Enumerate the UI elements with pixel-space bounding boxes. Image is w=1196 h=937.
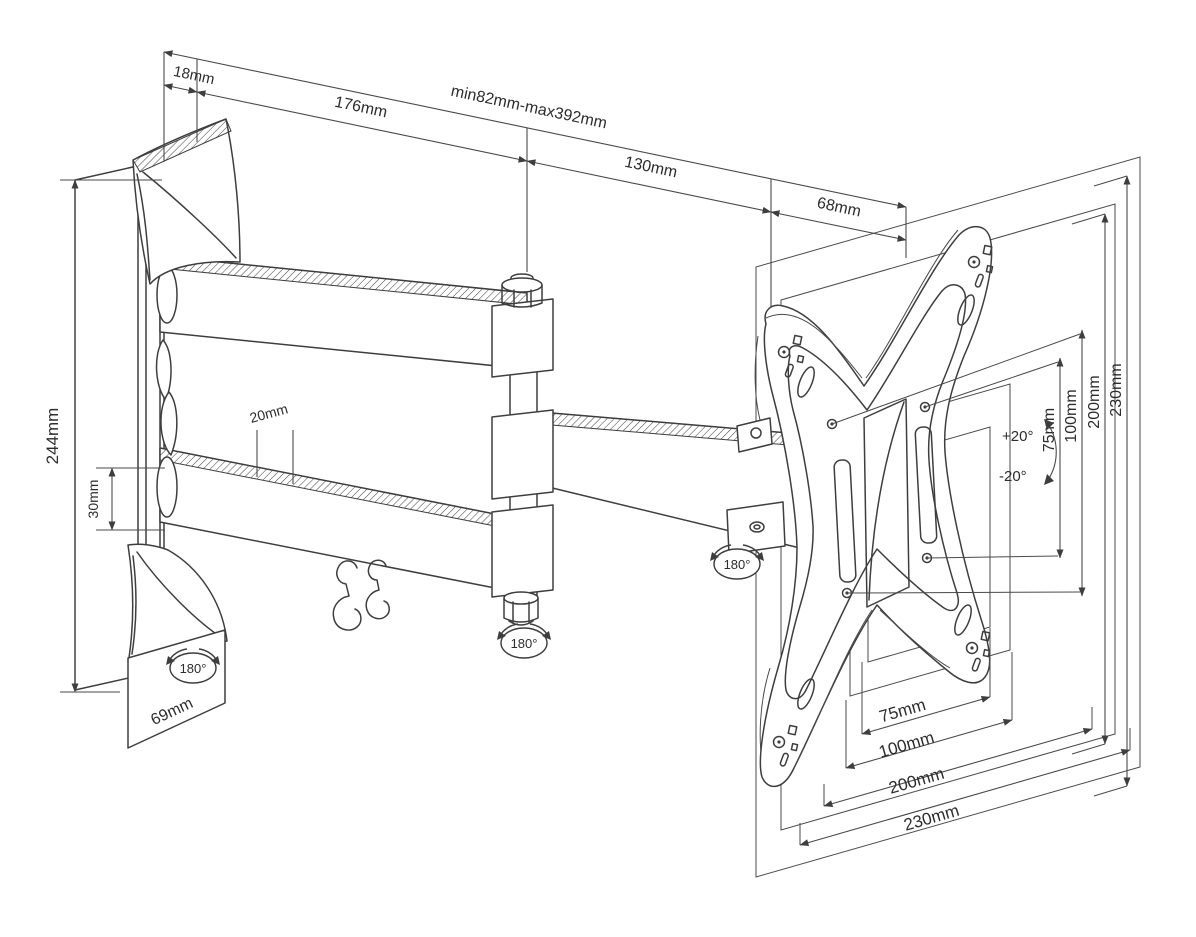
rotation-label-wall: 180° bbox=[180, 661, 207, 676]
rotation-indicator-elbow: 180° bbox=[496, 623, 552, 659]
right-dimensions: 75mm 100mm 200mm 230mm +20° -20° bbox=[831, 175, 1131, 797]
dim-label-arm-thickness: 30mm bbox=[85, 480, 101, 519]
plate-oval-slot bbox=[957, 294, 975, 326]
rotation-label-elbow: 180° bbox=[511, 636, 538, 651]
vesa-plate bbox=[726, 226, 994, 787]
dim-label-plate-depth: 68mm bbox=[815, 195, 862, 221]
dim-label-extension-range: min82mm-max392mm bbox=[449, 83, 608, 133]
lower-arm bbox=[159, 447, 501, 590]
corner-hole-cluster bbox=[777, 334, 805, 378]
center-column bbox=[491, 273, 554, 626]
hex-nut-icon bbox=[503, 591, 539, 626]
plate-oval-slot bbox=[954, 604, 972, 636]
tilt-down-label: -20° bbox=[999, 468, 1027, 485]
corner-hole-cluster bbox=[772, 724, 799, 767]
dim-label-vesa-h-200: 200mm bbox=[1086, 375, 1103, 428]
wall-bracket-details bbox=[155, 266, 178, 518]
vesa-plate-ridge bbox=[784, 284, 967, 700]
vesa-plate-outline bbox=[759, 226, 993, 787]
plate-slot bbox=[914, 426, 938, 544]
top-cover-fin bbox=[132, 118, 241, 285]
dim-label-vesa-h-230: 230mm bbox=[1108, 363, 1125, 416]
rotation-indicator-plate: 180° bbox=[709, 544, 765, 580]
vesa-rect-200 bbox=[780, 203, 1116, 831]
dim-label-total-height: 244mm bbox=[43, 408, 62, 465]
dim-label-wall-gap: 18mm bbox=[172, 63, 216, 88]
tilt-indicator: +20° -20° bbox=[999, 419, 1057, 485]
dim-label-arm-face: 20mm bbox=[248, 400, 290, 426]
dim-label-vesa-w-75: 75mm bbox=[877, 695, 928, 726]
dim-label-vesa-h-75: 75mm bbox=[1041, 408, 1058, 452]
lower-hinge bbox=[491, 504, 554, 598]
rotation-indicator-wall: 180° bbox=[165, 648, 221, 684]
plate-center-opening bbox=[863, 398, 910, 608]
plate-hinge-brackets bbox=[726, 417, 786, 555]
cable-hook-icon bbox=[365, 559, 390, 620]
dim-label-vesa-w-200: 200mm bbox=[887, 764, 947, 798]
dim-label-vesa-h-100: 100mm bbox=[1063, 389, 1080, 442]
upper-hinge bbox=[491, 298, 554, 378]
vesa-rect-230 bbox=[755, 156, 1141, 878]
hinge-knuckle bbox=[156, 456, 178, 518]
mid-hinge bbox=[491, 409, 554, 500]
dim-label-vesa-w-230: 230mm bbox=[902, 801, 962, 835]
corner-hole-cluster bbox=[967, 244, 994, 288]
dim-label-first-arm: 176mm bbox=[333, 94, 389, 122]
cable-hooks bbox=[332, 559, 390, 631]
plate-oval-slot bbox=[797, 678, 815, 710]
plate-oval-slot bbox=[797, 366, 815, 398]
rotation-label-plate: 180° bbox=[724, 557, 751, 572]
corner-hole-cluster bbox=[965, 630, 991, 672]
upper-arm bbox=[159, 255, 528, 370]
bottom-cover-fin bbox=[127, 543, 228, 659]
tilt-up-label: +20° bbox=[1002, 428, 1033, 445]
dim-label-vesa-w-100: 100mm bbox=[877, 728, 937, 762]
hex-bolt-icon bbox=[501, 273, 543, 308]
cable-hook-icon bbox=[332, 560, 362, 631]
plate-slot bbox=[833, 459, 857, 583]
tilt-arc bbox=[1047, 423, 1057, 481]
